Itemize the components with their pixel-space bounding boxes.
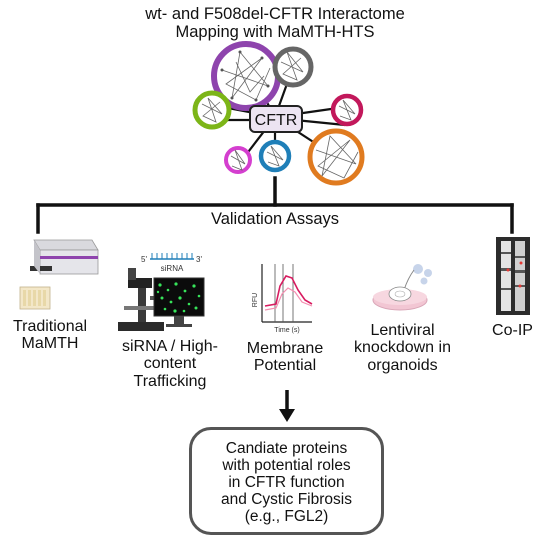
assay-lentiviral-knockdown: Lentiviral knockdown in organoids — [340, 322, 465, 374]
assay-label-line: content — [143, 355, 197, 373]
interactor-hub-crimson — [330, 93, 364, 127]
title-line-2: Mapping with MaMTH-HTS — [175, 22, 375, 41]
validation-assays-label: Validation Assays — [150, 210, 400, 229]
monitor-icon — [153, 277, 205, 327]
cftr-hub-box — [249, 105, 303, 133]
sirna-3p-label: 3' — [196, 255, 202, 264]
assay-membrane-potential: Membrane Potential — [225, 340, 345, 375]
sirna-5p-label: 5' — [141, 255, 147, 264]
conclusion-line: with potential roles — [222, 457, 351, 475]
validation-bracket — [36, 176, 514, 234]
interactor-hub-blue — [258, 139, 292, 173]
assay-label-line: knockdown in — [354, 339, 451, 357]
cftr-hub-label: CFTR — [255, 112, 298, 129]
sirna-duplex-icon: 5' 3' siRNA — [141, 253, 202, 273]
assay-sirna-high-content: siRNA / High- content Trafficking — [100, 338, 240, 390]
interactor-hub-gray — [272, 46, 314, 88]
conclusion-line: (e.g., FGL2) — [244, 508, 329, 526]
assay-label-line: Potential — [253, 357, 317, 375]
title-line-1: wt- and F508del-CFTR Interactome — [145, 5, 405, 23]
rfu-trace-pale — [264, 287, 313, 311]
plot-x-label: Time (s) — [274, 327, 299, 334]
interactome-network: CFTR — [192, 41, 365, 186]
western-blot-icon — [496, 237, 530, 315]
interactor-hub-green — [192, 90, 232, 130]
organoid-dish-icon — [372, 264, 432, 311]
well-plate-icon — [19, 286, 51, 310]
plot-y-label: RFU — [252, 293, 259, 307]
assay-label-line: Co-IP — [492, 322, 533, 339]
sirna-label: siRNA — [161, 264, 184, 273]
conclusion-line: and Cystic Fibrosis — [221, 491, 352, 509]
conclusion-line: in CFTR function — [228, 474, 345, 492]
assay-label-line: Trafficking — [133, 372, 207, 390]
rfu-trace — [264, 275, 313, 307]
assay-label-line: organoids — [367, 356, 438, 374]
interactor-hub-orange — [307, 128, 365, 186]
assay-label-line: siRNA / High- — [121, 338, 219, 355]
assay-label-line: Membrane — [246, 340, 324, 357]
assay-label-line: Lentiviral — [370, 322, 435, 339]
interactor-hub-magenta — [224, 146, 252, 174]
diagram-title: wt- and F508del-CFTR Interactome Mapping… — [110, 5, 440, 42]
assay-label-line: Traditional — [12, 318, 88, 335]
conclusion-box: Candiate proteins with potential roles i… — [189, 427, 384, 535]
conclusion-text: Candiate proteins with potential roles i… — [192, 440, 381, 525]
down-arrow — [279, 390, 295, 422]
plate-reader-icon — [30, 239, 99, 275]
conclusion-line: Candiate proteins — [225, 440, 348, 457]
assay-traditional-mamth: Traditional MaMTH — [0, 318, 100, 353]
assay-label-line: MaMTH — [21, 335, 79, 353]
assay-co-ip: Co-IP — [480, 322, 545, 339]
membrane-potential-plot: RFU Time (s) — [252, 264, 313, 334]
